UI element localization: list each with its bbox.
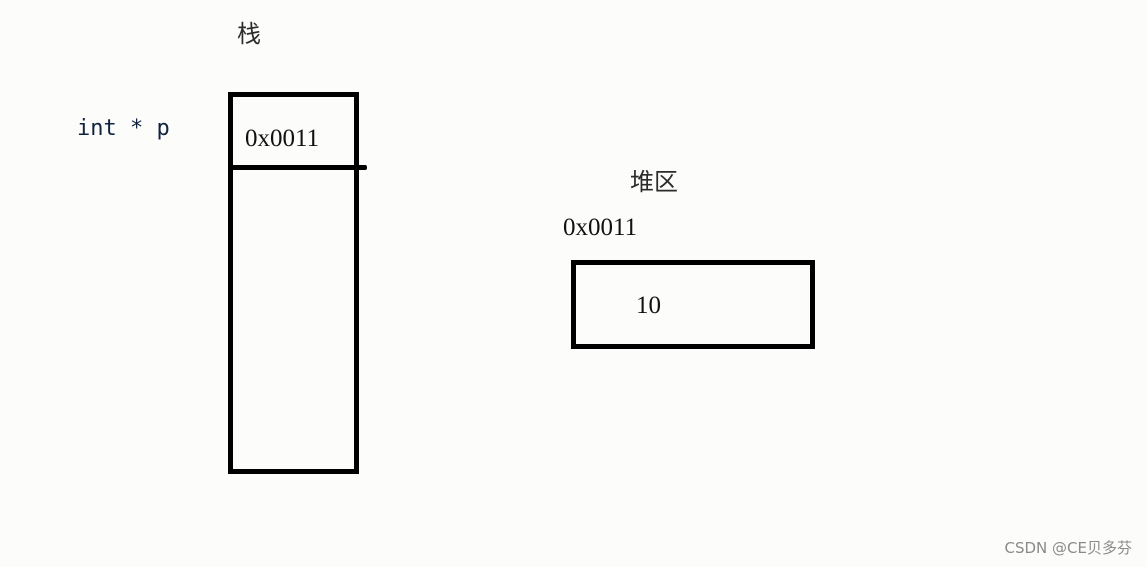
heap-title: 堆区 <box>630 168 678 196</box>
heap-address: 0x0011 <box>563 214 638 241</box>
heap-box <box>571 260 815 349</box>
pointer-declaration: int * p <box>77 116 170 141</box>
stack-pointer-value: 0x0011 <box>245 125 320 152</box>
stack-box <box>228 92 359 474</box>
stack-title: 栈 <box>237 20 261 48</box>
watermark: CSDN @CE贝多芬 <box>1004 539 1133 557</box>
heap-stored-value: 10 <box>636 292 661 319</box>
stack-cell-divider <box>228 165 367 170</box>
